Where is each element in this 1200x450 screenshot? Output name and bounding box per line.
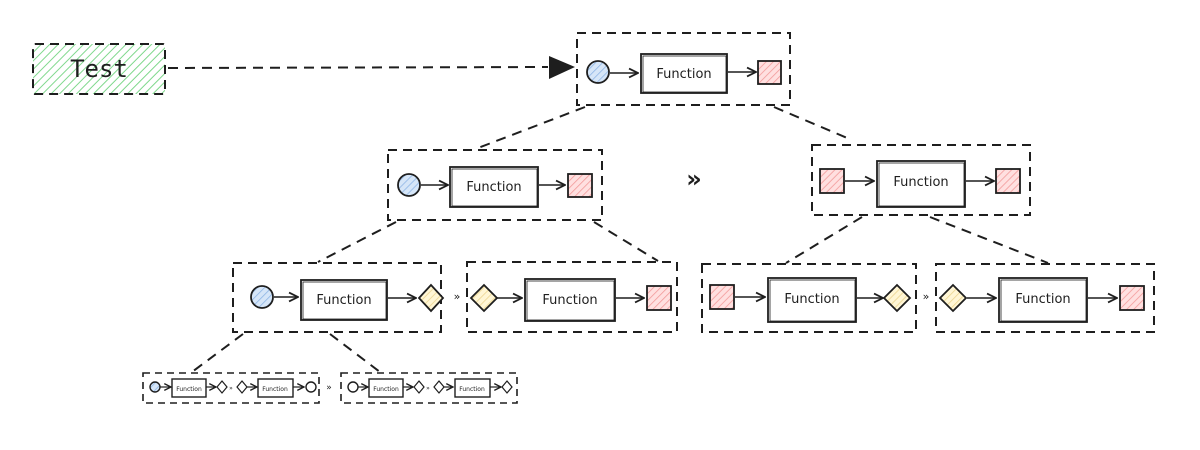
composite-level-0: Function: [576, 32, 791, 106]
function-label: Function: [373, 386, 399, 393]
input-circle-icon: [347, 381, 359, 393]
sequence-separator: »: [454, 290, 461, 303]
function-label: Function: [656, 67, 711, 82]
function-label: Function: [1015, 292, 1070, 307]
composite-level-1-right: Function: [811, 144, 1031, 216]
function-box: Function: [876, 160, 966, 208]
output-diamond-icon: [501, 380, 513, 394]
output-diamond-icon: [413, 380, 425, 394]
composite-level-2-b: Function: [466, 261, 678, 333]
input-circle-icon: [250, 285, 274, 309]
composite-level-1-left: Function: [387, 149, 603, 221]
composite-level-3-b: Function » Function: [340, 372, 518, 404]
output-square-icon: [567, 173, 593, 198]
input-circle-icon: [397, 173, 421, 197]
sequence-separator: »: [426, 385, 430, 392]
input-diamond-icon: [236, 380, 248, 394]
sequence-separator: »: [686, 165, 702, 193]
test-connector: [167, 66, 549, 69]
sequence-separator: »: [923, 290, 930, 303]
function-box: Function: [640, 53, 728, 94]
output-circle-icon: [305, 381, 317, 393]
connector-arrowhead-icon: [549, 56, 575, 79]
output-square-icon: [646, 285, 672, 311]
function-label: Function: [316, 293, 371, 308]
function-box: Function: [454, 378, 491, 398]
sequence-separator: »: [229, 385, 233, 392]
function-label: Function: [466, 180, 521, 195]
function-label: Function: [893, 175, 948, 190]
output-square-icon: [1119, 285, 1145, 311]
composite-level-2-d: Function: [935, 263, 1155, 333]
input-diamond-icon: [469, 283, 499, 313]
function-label: Function: [262, 386, 288, 393]
function-box: Function: [449, 166, 539, 208]
composite-level-3-a: Function » Function: [142, 372, 320, 404]
function-box: Function: [524, 278, 616, 322]
function-box: Function: [300, 279, 388, 321]
input-circle-icon: [586, 60, 610, 84]
function-box: Function: [368, 378, 404, 398]
input-square-icon: [819, 168, 845, 194]
output-diamond-icon: [417, 283, 445, 313]
composite-level-2-a: Function: [232, 262, 445, 333]
input-circle-icon: [149, 381, 161, 393]
function-label: Function: [459, 386, 485, 393]
output-square-icon: [757, 60, 782, 85]
function-label: Function: [176, 386, 202, 393]
function-box: Function: [998, 277, 1088, 323]
input-diamond-icon: [433, 380, 445, 394]
input-square-icon: [709, 284, 735, 310]
sequence-separator: »: [326, 383, 332, 393]
test-node: Test: [32, 43, 166, 95]
input-diamond-icon: [938, 283, 968, 313]
composite-level-2-c: Function: [701, 263, 917, 333]
test-label: Test: [70, 55, 128, 83]
output-diamond-icon: [882, 283, 912, 313]
function-box: Function: [767, 277, 857, 323]
output-square-icon: [995, 168, 1021, 194]
output-diamond-icon: [216, 380, 228, 394]
function-label: Function: [784, 292, 839, 307]
function-box: Function: [171, 378, 207, 398]
function-box: Function: [257, 378, 294, 398]
function-label: Function: [542, 293, 597, 308]
